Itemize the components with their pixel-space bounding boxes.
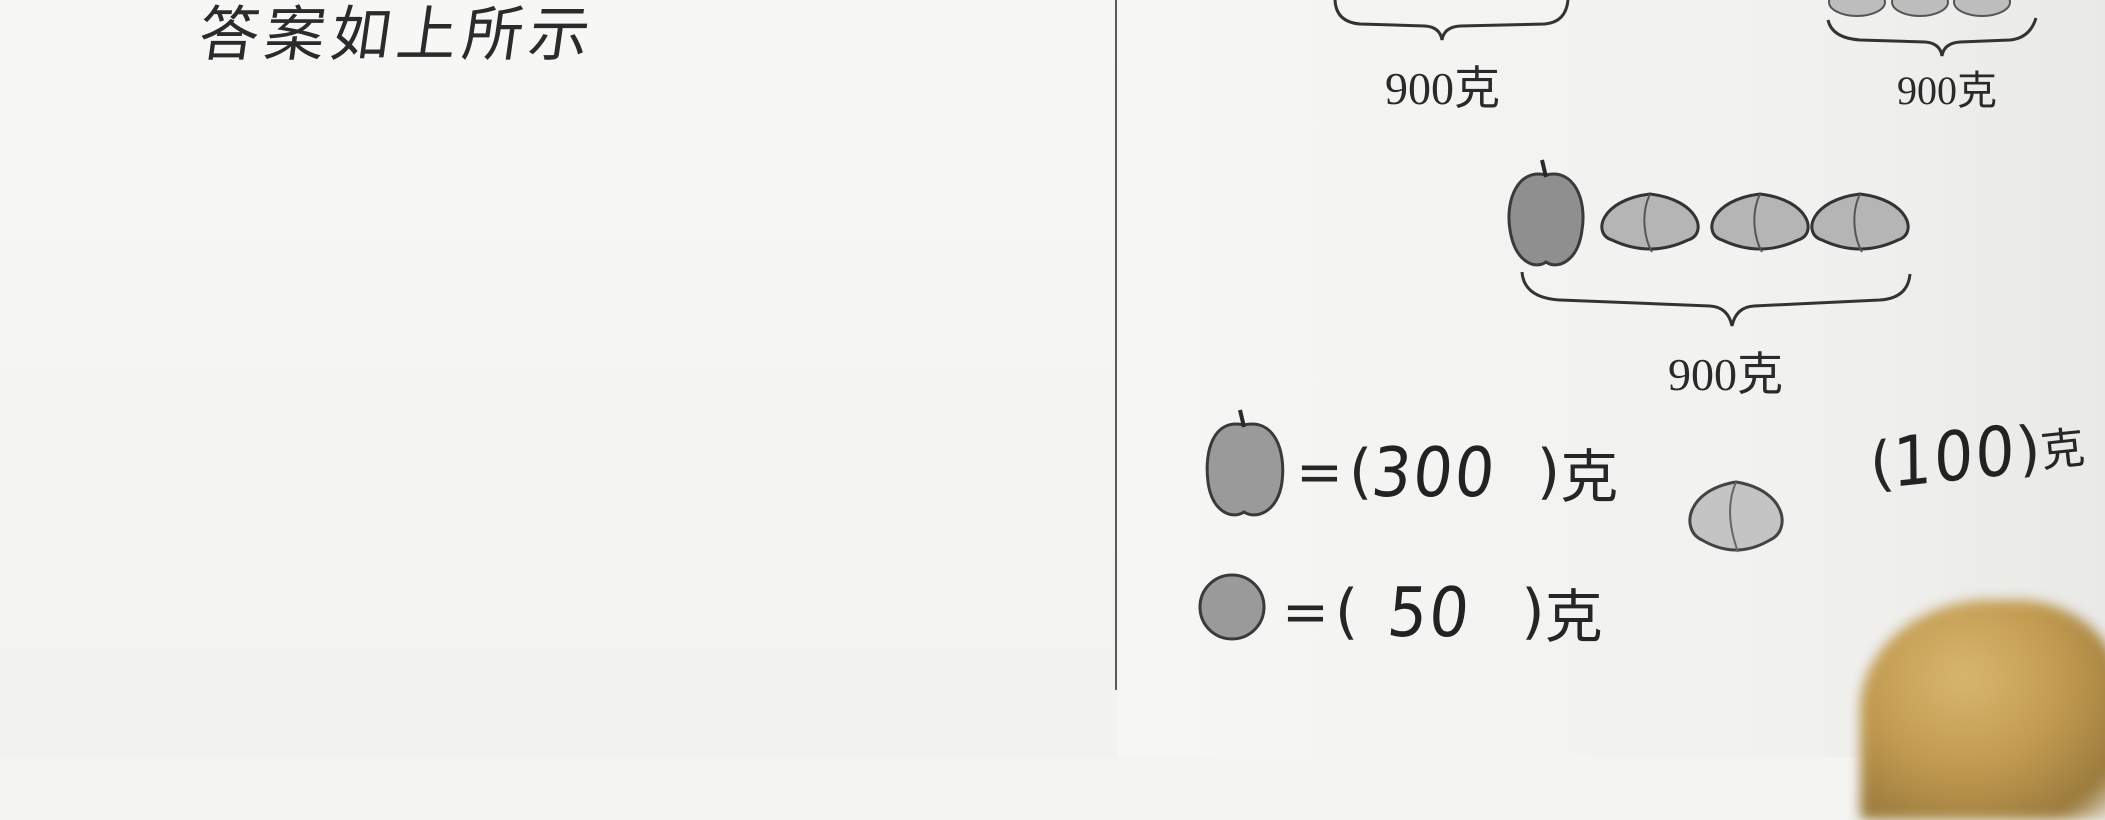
illustrations — [1198, 0, 2038, 641]
page-divider — [1115, 0, 1117, 690]
peach-icon — [1828, 0, 1886, 17]
equation-apple: = ( 300 ) 克 — [1290, 430, 1618, 514]
weight-label: 900克 — [1897, 68, 1997, 113]
open-paren: ( — [1334, 577, 1359, 647]
weight-label: 900克 — [1385, 63, 1500, 114]
weight-label: 900克 — [1668, 349, 1783, 400]
peach-icon — [1710, 192, 1810, 253]
peach-icon — [1891, 0, 1949, 17]
brace-top-left — [1333, 0, 1570, 41]
peach-icon — [1600, 192, 1700, 253]
peach-icon — [1688, 480, 1784, 553]
equation-orange: = ( 50 ) 克 — [1276, 570, 1603, 654]
close-paren: ) — [1536, 437, 1561, 507]
equals-sign: = — [1296, 439, 1343, 505]
thumb — [1860, 600, 2105, 820]
brace-top-right — [1826, 0, 2038, 57]
peach-icon — [1810, 192, 1910, 253]
open-paren: ( — [1348, 437, 1373, 507]
answer-field[interactable]: 50 — [1384, 571, 1476, 653]
unit-label: 克 — [1544, 585, 1603, 650]
peach-icon — [1953, 0, 2011, 17]
answer-field[interactable]: 300 — [1368, 431, 1501, 513]
apple-icon — [1507, 159, 1585, 267]
close-paren: ) — [1521, 577, 1545, 647]
left-page — [0, 0, 1118, 757]
unit-label: 克 — [1560, 445, 1619, 510]
equals-sign: = — [1282, 579, 1329, 645]
answer-field[interactable]: 100 — [1892, 409, 2018, 504]
orange-icon — [1198, 573, 1266, 641]
apple-icon — [1205, 409, 1285, 517]
unit-label: 克 — [2038, 422, 2087, 477]
brace-middle — [1520, 271, 1912, 327]
